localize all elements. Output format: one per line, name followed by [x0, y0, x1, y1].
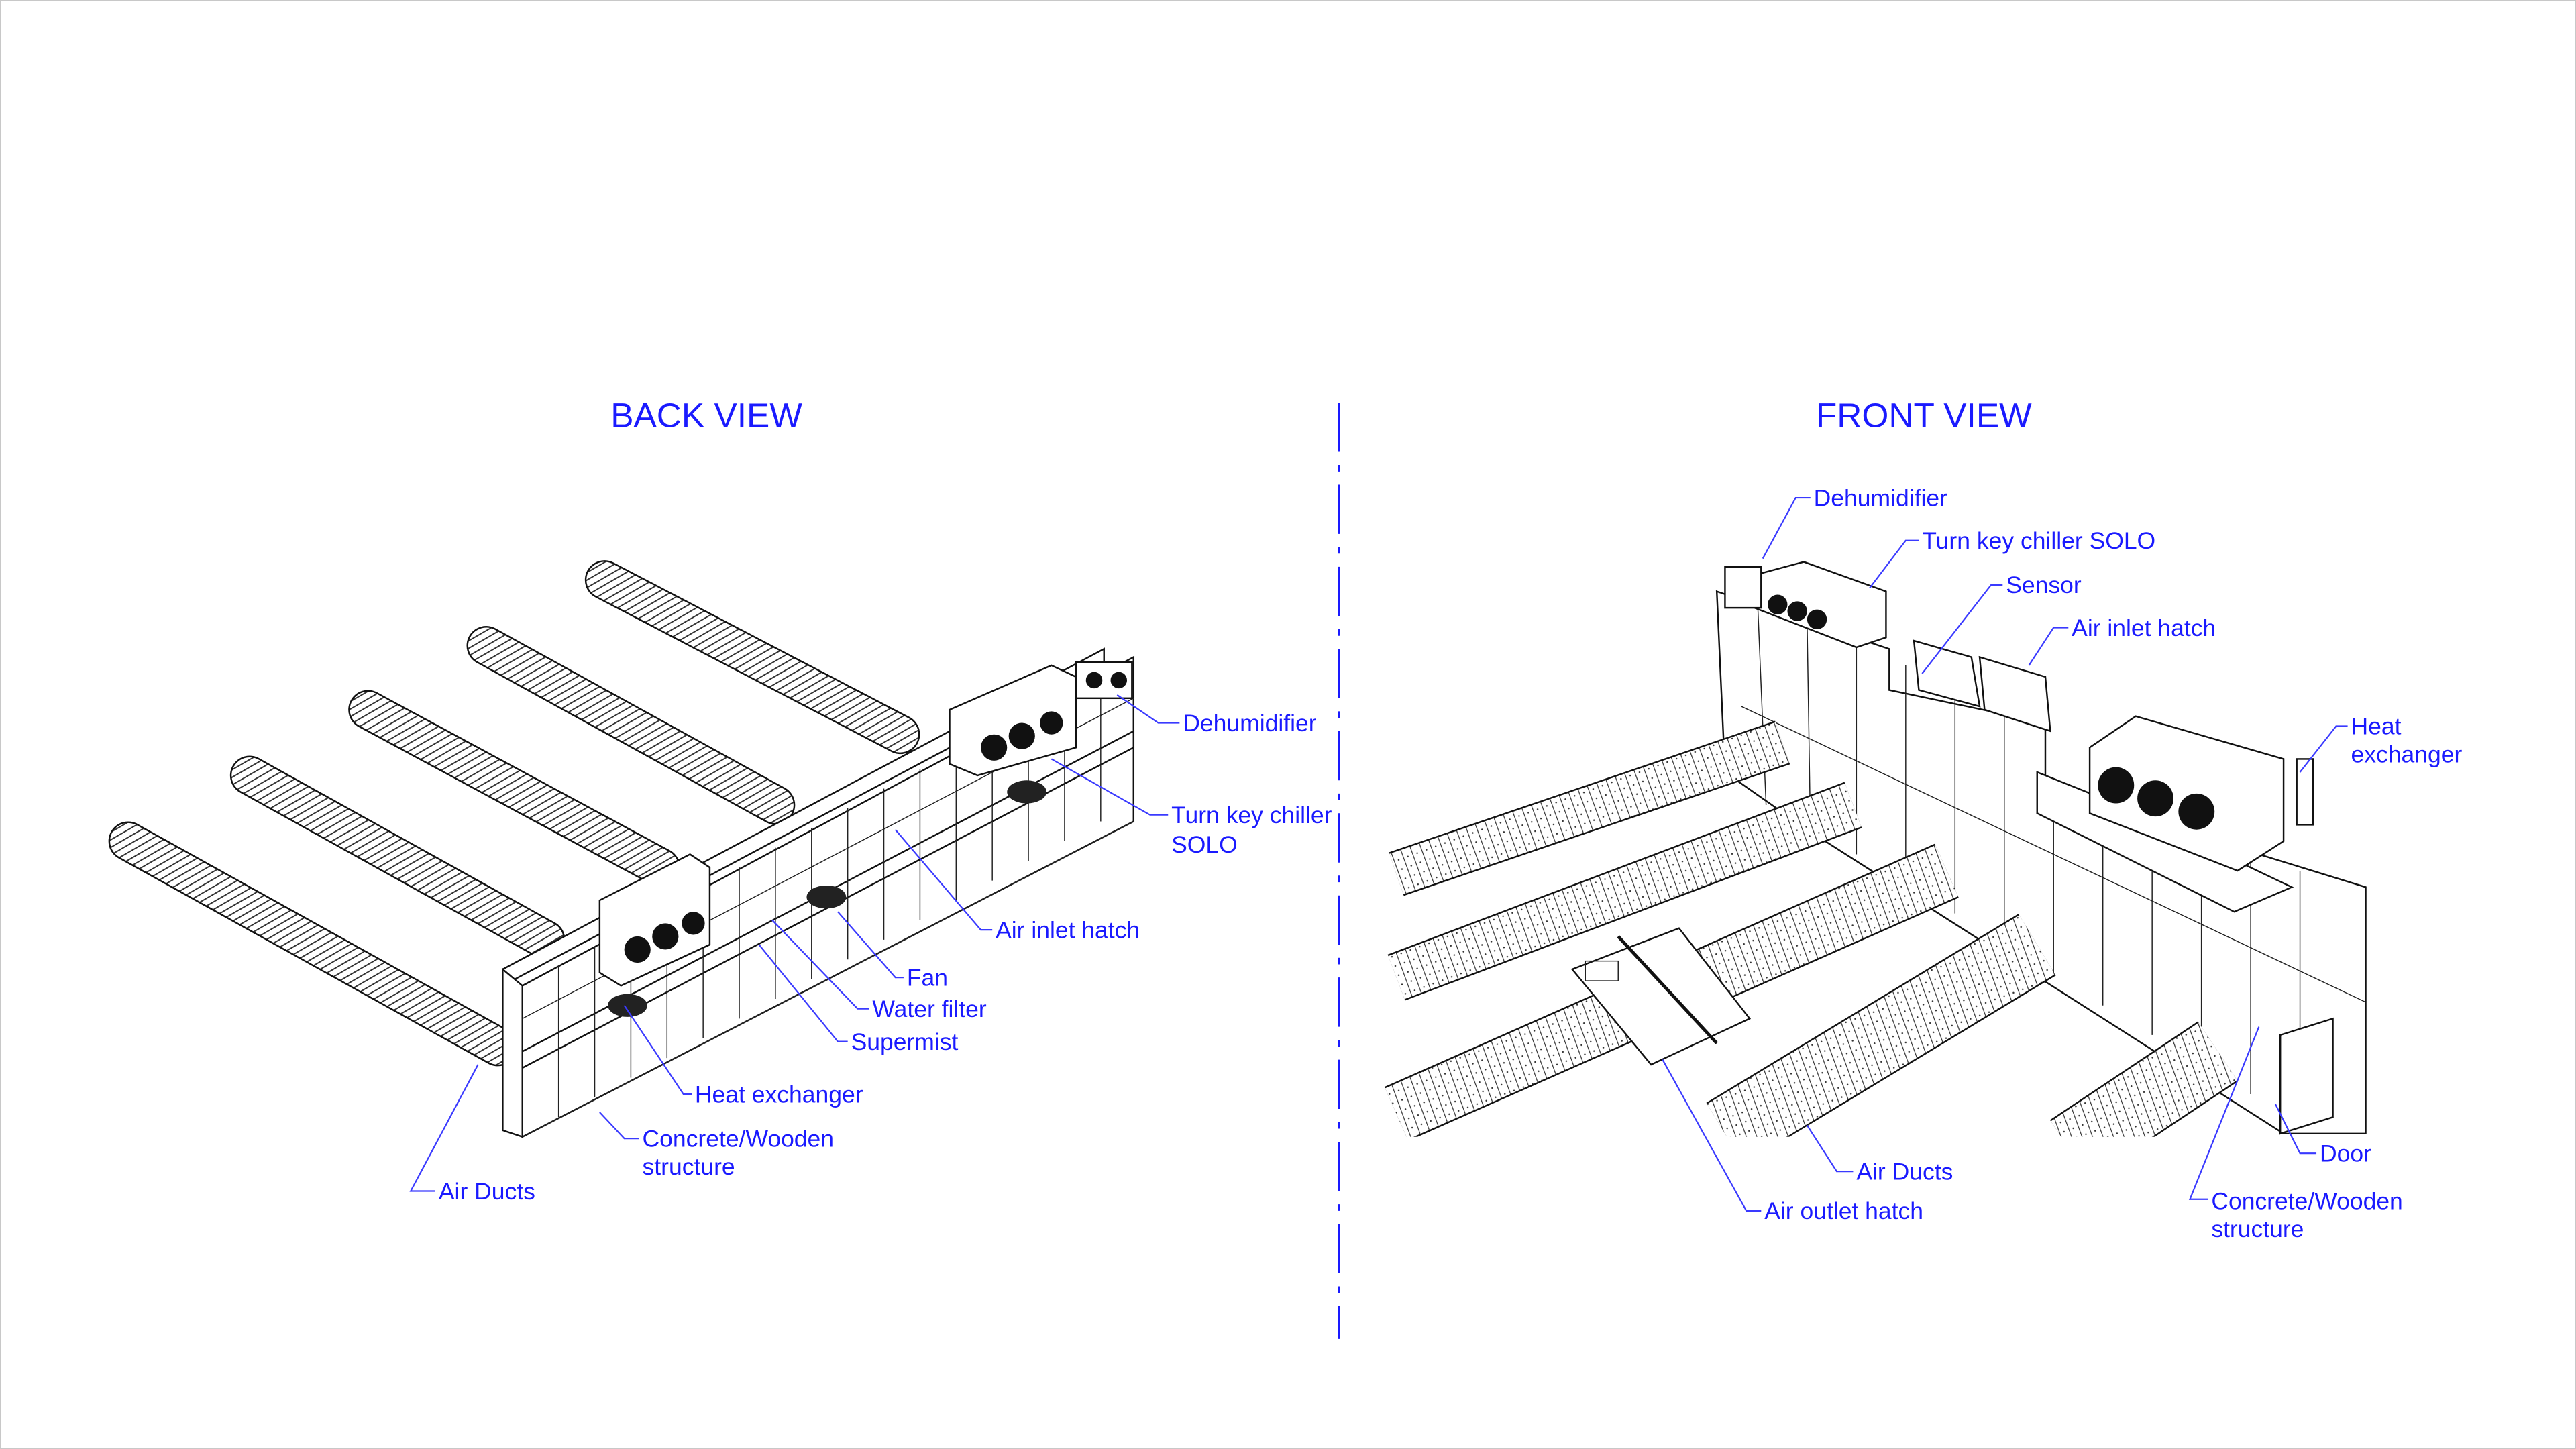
- dehumidifier-unit: [1075, 661, 1133, 700]
- front-label-chiller: Turn key chiller SOLO: [1922, 527, 2155, 554]
- air-duct: [1387, 782, 1862, 1001]
- back-label-chiller-line2: SOLO: [1171, 831, 1238, 858]
- chiller-unit: [949, 664, 1077, 777]
- dehumidifier-unit: [1724, 566, 1762, 609]
- back-label-heat-exchanger: Heat exchanger: [695, 1081, 863, 1108]
- front-view-title: FRONT VIEW: [1816, 396, 2032, 435]
- air-duct: [2049, 1021, 2239, 1181]
- back-label-supermist: Supermist: [851, 1028, 959, 1055]
- front-label-door: Door: [2320, 1140, 2371, 1167]
- chiller-unit: [1754, 561, 1887, 649]
- back-view: BACK VIEW: [108, 396, 1332, 1205]
- back-label-water-filter: Water filter: [872, 996, 986, 1022]
- front-label-sensor: Sensor: [2006, 572, 2082, 598]
- back-structure-drawing: [502, 647, 1135, 1138]
- front-label-heat-exchanger-line2: exchanger: [2351, 741, 2462, 767]
- back-view-title: BACK VIEW: [610, 396, 802, 435]
- back-label-chiller-line1: Turn key chiller: [1171, 802, 1332, 828]
- air-inlet-hatch-frame: [1913, 639, 1981, 708]
- door-frame: [2279, 1017, 2334, 1135]
- air-duct: [466, 626, 796, 825]
- back-label-fan: Fan: [907, 964, 948, 991]
- air-duct: [1706, 914, 2056, 1165]
- air-duct: [348, 690, 680, 888]
- back-air-ducts-drawing: [108, 560, 920, 1067]
- chiller-unit: [2088, 715, 2285, 872]
- air-duct: [108, 821, 518, 1067]
- back-label-structure-line2: structure: [643, 1153, 735, 1180]
- fan-unit: [608, 780, 1046, 1017]
- back-label-structure-line1: Concrete/Wooden: [643, 1125, 835, 1152]
- front-label-air-outlet-hatch: Air outlet hatch: [1764, 1197, 1923, 1224]
- front-air-ducts-drawing: [1384, 720, 2379, 1203]
- front-label-structure-line1: Concrete/Wooden: [2211, 1187, 2403, 1214]
- air-duct: [229, 755, 566, 960]
- chiller-unit: [598, 853, 711, 987]
- back-label-dehumidifier: Dehumidifier: [1183, 710, 1316, 737]
- front-label-air-inlet-hatch: Air inlet hatch: [2072, 614, 2216, 641]
- air-inlet-hatch-frame: [1978, 655, 2051, 733]
- air-outlet-hatch: [1570, 927, 1752, 1066]
- air-duct: [1389, 720, 1790, 896]
- back-label-air-ducts: Air Ducts: [439, 1178, 535, 1205]
- front-callouts: Dehumidifier Turn key chiller SOLO Senso…: [1662, 484, 2462, 1242]
- back-callouts: Dehumidifier Turn key chiller SOLO Air i…: [409, 694, 1332, 1205]
- front-label-dehumidifier: Dehumidifier: [1814, 484, 1947, 511]
- air-duct: [584, 560, 920, 755]
- heat-exchanger-pipe: [2296, 758, 2314, 826]
- front-label-structure-line2: structure: [2211, 1216, 2304, 1242]
- front-label-heat-exchanger-line1: Heat: [2351, 713, 2401, 740]
- front-structure-drawing: [1715, 561, 2367, 1135]
- front-label-air-ducts: Air Ducts: [1856, 1158, 1953, 1185]
- front-view: FRONT VIEW: [1384, 396, 2462, 1242]
- back-label-air-inlet-hatch: Air inlet hatch: [996, 916, 1140, 943]
